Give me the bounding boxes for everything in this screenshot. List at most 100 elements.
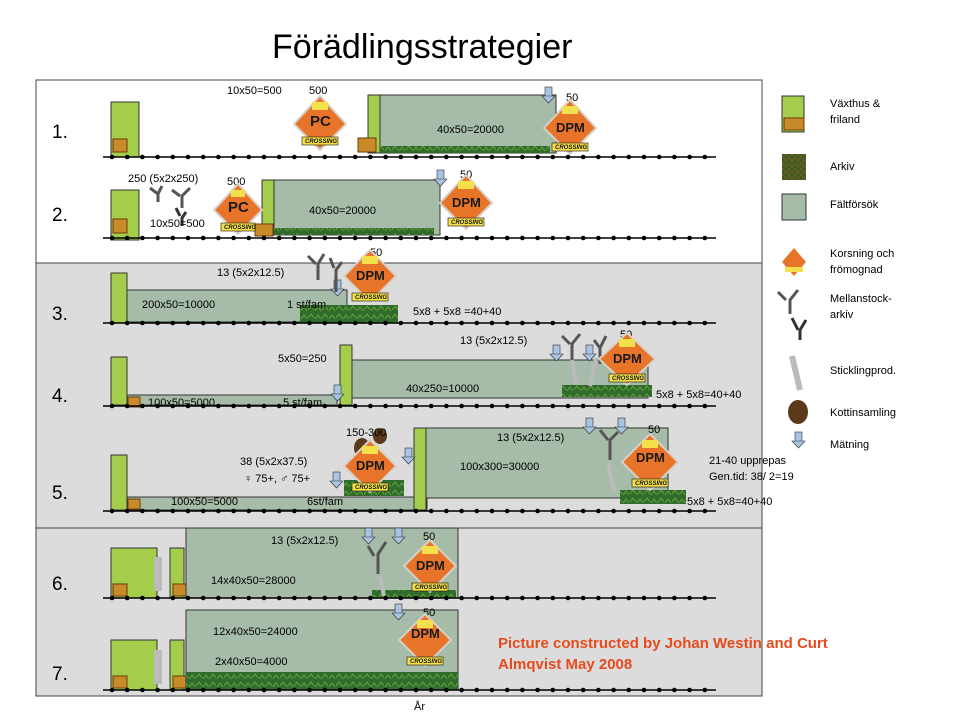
dpm-crossing-sign: DPM CROSSING: [397, 612, 453, 668]
timeline-tick: [565, 595, 571, 601]
cutting-icon: [378, 575, 386, 597]
timeline-tick: [413, 687, 419, 693]
label: 14x40x50=28000: [211, 575, 296, 587]
label: 100x50=5000: [171, 496, 238, 508]
timeline-tick: [504, 595, 510, 601]
dpm-crossing-sign: DPM CROSSING: [597, 331, 657, 387]
timeline-tick: [383, 154, 388, 160]
timeline-tick: [702, 235, 708, 241]
timeline-tick: [276, 235, 282, 241]
timeline-tick: [626, 595, 632, 601]
timeline-tick: [596, 154, 601, 160]
measurement-icon: [791, 431, 806, 449]
timeline-tick: [170, 320, 176, 326]
timeline-tick: [170, 508, 176, 514]
forest-strip: [372, 590, 456, 598]
measurement-arrow-icon: [433, 169, 448, 187]
timeline-tick: [124, 320, 130, 326]
timeline-tick: [520, 403, 525, 409]
timeline-tick: [155, 687, 160, 693]
dpm-crossing-sign: DPM CROSSING: [342, 438, 398, 494]
timeline-tick: [398, 154, 404, 160]
field-trial-icon: [781, 193, 807, 221]
timeline-tick: [292, 154, 297, 160]
timeline-tick: [626, 235, 632, 241]
greenhouse-icon: [413, 427, 427, 511]
timeline-tick: [520, 508, 525, 514]
timeline-tick: [428, 403, 434, 409]
label: 21-40 upprepas: [709, 455, 787, 467]
field-trial-plot: [126, 496, 428, 511]
timeline-tick: [504, 687, 510, 693]
credit-line: Picture constructed by Johan Westin and …: [498, 635, 828, 652]
svg-text:CROSSING: CROSSING: [410, 659, 442, 665]
timeline-tick: [307, 154, 312, 160]
svg-text:CROSSING: CROSSING: [415, 585, 447, 591]
label: 50: [648, 424, 660, 436]
timeline-tick: [352, 235, 358, 241]
legend-label: Korsning och: [830, 248, 894, 260]
label: 6st/fam: [307, 496, 343, 508]
legend-label: Mellanstock-: [830, 293, 892, 305]
label: 40x50=20000: [437, 124, 504, 136]
timeline-tick: [428, 320, 434, 326]
cutting-icon: [606, 461, 616, 493]
timeline-tick: [307, 595, 312, 601]
legend-label: Mätning: [830, 439, 869, 451]
measurement-arrow-icon: [361, 527, 376, 545]
timeline-tick: [580, 320, 586, 326]
timeline-tick: [140, 235, 145, 241]
timeline-tick: [246, 687, 252, 693]
timeline-tick: [322, 403, 328, 409]
timeline-tick: [611, 508, 616, 514]
label: 10x50=500: [150, 218, 205, 230]
timeline-tick: [216, 154, 221, 160]
timeline-tick: [261, 508, 267, 514]
timeline-tick: [626, 508, 632, 514]
timeline-tick: [140, 687, 145, 693]
svg-text:DPM: DPM: [556, 120, 585, 135]
legend-label: arkiv: [830, 309, 854, 321]
timeline-tick: [672, 403, 677, 409]
timeline-tick: [140, 154, 145, 160]
timeline-tick: [641, 403, 647, 409]
timeline-tick: [565, 687, 571, 693]
timeline-tick: [109, 403, 115, 409]
timeline-tick: [276, 403, 282, 409]
row-2: 250 (5x2x250) 500 10x50=500 40x50=20000 …: [110, 169, 494, 241]
row-numbers: 1. 2. 3. 4. 5. 6. 7.: [52, 122, 68, 685]
label: 100x300=30000: [460, 461, 539, 473]
timeline-tick: [489, 154, 495, 160]
crossing-sign-icon: [782, 248, 806, 276]
timeline-tick: [504, 235, 510, 241]
svg-text:CROSSING: CROSSING: [451, 220, 483, 226]
timeline-tick: [261, 154, 267, 160]
timeline-tick: [596, 403, 601, 409]
timeline-tick: [444, 508, 449, 514]
timeline-tick: [170, 595, 176, 601]
timeline-tick: [337, 508, 343, 514]
timeline-tick: [155, 235, 160, 241]
legend-label: friland: [830, 114, 860, 126]
timeline-tick: [109, 320, 115, 326]
timeline-tick: [656, 154, 662, 160]
timeline-tick: [337, 687, 343, 693]
forest-strip: [562, 385, 652, 397]
timeline-tick: [641, 320, 647, 326]
timeline-tick: [185, 154, 191, 160]
seedling-archive-icon: [776, 289, 808, 340]
timeline-tick: [231, 154, 236, 160]
timeline-tick: [170, 687, 176, 693]
timeline-tick: [444, 687, 449, 693]
timeline-tick: [109, 508, 115, 514]
timeline-tick: [520, 154, 525, 160]
timeline-tick: [702, 403, 708, 409]
timeline-tick: [428, 508, 434, 514]
archive-box-icon: [112, 675, 128, 689]
measurement-arrow-icon: [541, 86, 556, 104]
cone-icon: [788, 400, 808, 424]
timeline-tick: [231, 595, 236, 601]
timeline-tick: [550, 235, 556, 241]
label: 5 st/fam: [283, 397, 322, 409]
timeline-tick: [687, 403, 692, 409]
